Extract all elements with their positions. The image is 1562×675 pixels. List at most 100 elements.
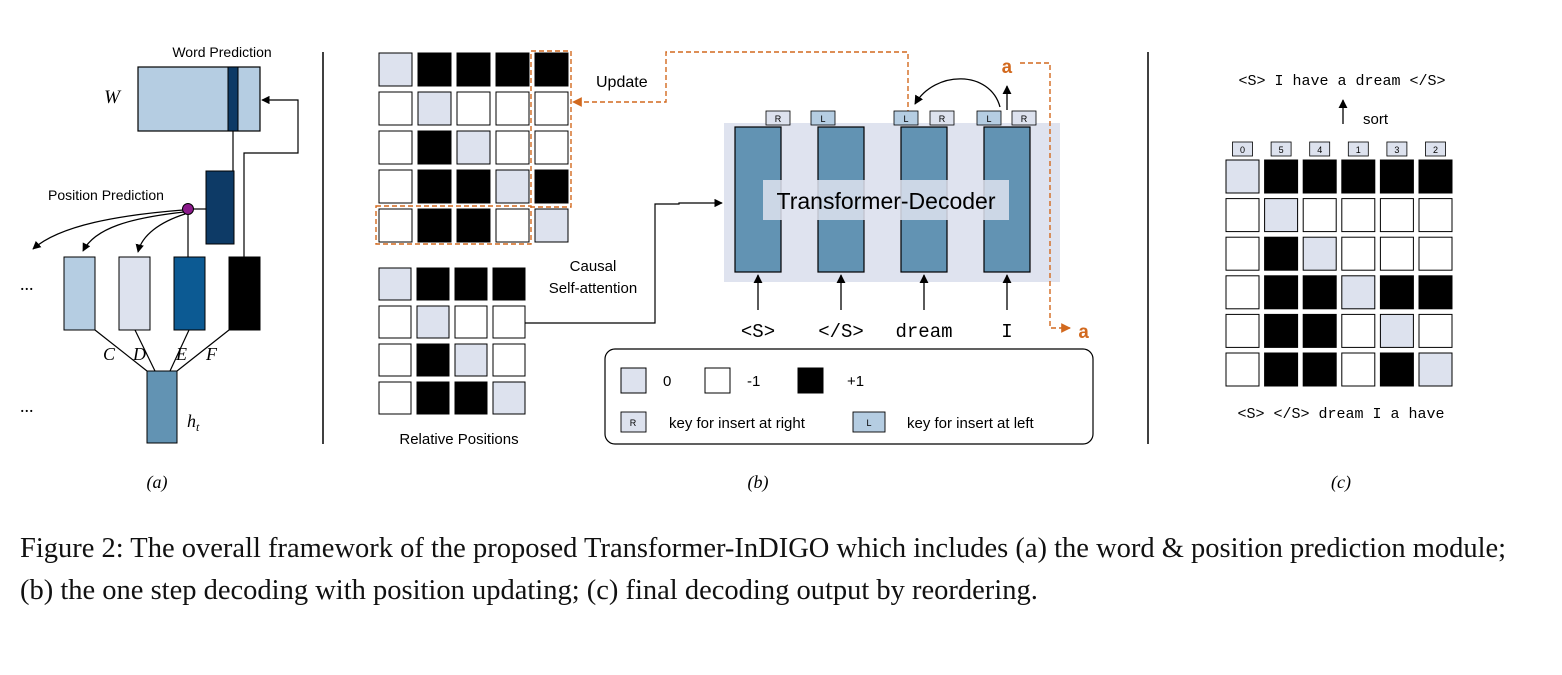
- legend-swatch-neg: [704, 367, 731, 394]
- update-label: Update: [596, 74, 648, 91]
- final-matrix-cell-5-1: [1264, 352, 1299, 387]
- link-e: [169, 329, 190, 372]
- updated-matrix-cell-0-4: [534, 52, 569, 87]
- final-matrix-cell-5-3: [1341, 352, 1376, 387]
- current-matrix-cell-3-3: [492, 381, 526, 415]
- token-box-d: [118, 256, 151, 331]
- final-matrix-cell-4-2: [1302, 313, 1337, 348]
- causal-label: Causal: [570, 258, 617, 275]
- sort-label: sort: [1363, 111, 1389, 128]
- current-matrix-cell-1-2: [454, 305, 488, 339]
- final-matrix-cell-2-2: [1302, 236, 1337, 271]
- input-token-1: <S>: [741, 321, 775, 343]
- updated-matrix-cell-2-2: [456, 130, 491, 165]
- updated-matrix-cell-3-1: [417, 169, 452, 204]
- key-tag-l1-text: L: [820, 114, 825, 124]
- relative-matrix-current: [378, 267, 526, 415]
- final-matrix-cell-2-0: [1225, 236, 1260, 271]
- final-matrix-cell-4-5: [1418, 313, 1453, 348]
- self-attention-label: Self-attention: [549, 280, 637, 297]
- token-box-c: [63, 256, 96, 331]
- final-matrix-cell-3-4: [1379, 275, 1414, 310]
- updated-matrix-cell-3-3: [495, 169, 530, 204]
- final-matrix-cell-0-2: [1302, 159, 1337, 194]
- position-tag-4: [1386, 141, 1408, 157]
- updated-matrix-cell-1-0: [378, 91, 413, 126]
- selected-word-column: [227, 66, 239, 132]
- label-c: C: [103, 344, 116, 364]
- final-matrix-cell-0-5: [1418, 159, 1453, 194]
- input-token-2: </S>: [818, 321, 864, 343]
- ellipsis-bottom: ...: [20, 396, 34, 416]
- legend-pos-label: +1: [847, 373, 864, 390]
- key-tag-r3: [1011, 110, 1037, 126]
- position-tag-3: [1347, 141, 1369, 157]
- updated-matrix-cell-3-0: [378, 169, 413, 204]
- key-tag-l1: [810, 110, 836, 126]
- pointer-arrow-c: [82, 211, 185, 252]
- updated-matrix-cell-1-4: [534, 91, 569, 126]
- final-matrix-cell-4-4: [1379, 313, 1414, 348]
- legend-zero-label: 0: [663, 373, 671, 390]
- current-matrix-cell-3-2: [454, 381, 488, 415]
- legend-swatch-pos: [797, 367, 824, 394]
- final-matrix-cell-1-0: [1225, 198, 1260, 233]
- update-arrow: [572, 51, 909, 115]
- updated-matrix-cell-3-2: [456, 169, 491, 204]
- final-matrix-cell-0-1: [1264, 159, 1299, 194]
- legend-key-right-tag: R: [630, 418, 637, 428]
- panel-a: Word Prediction W Position Prediction ..…: [20, 44, 299, 493]
- final-relative-matrix: [1225, 159, 1453, 387]
- figure-caption: Figure 2: The overall framework of the p…: [20, 533, 1507, 606]
- key-tag-r1: [765, 110, 791, 126]
- final-matrix-cell-1-2: [1302, 198, 1337, 233]
- insert-pointer-arrow: [914, 78, 1001, 108]
- position-projection-box: [205, 170, 235, 245]
- attention-arrow: [525, 198, 723, 324]
- legend-key-left-swatch: [852, 411, 886, 433]
- updated-matrix-cell-4-1: [417, 208, 452, 243]
- final-matrix-cell-3-0: [1225, 275, 1260, 310]
- final-matrix-cell-0-0: [1225, 159, 1260, 194]
- key-tag-l3: [976, 110, 1002, 126]
- final-matrix-cell-0-4: [1379, 159, 1414, 194]
- final-matrix-cell-3-1: [1264, 275, 1299, 310]
- key-tag-r2-text: R: [939, 114, 946, 124]
- final-matrix-cell-1-4: [1379, 198, 1414, 233]
- sublabel-b: (b): [748, 472, 769, 493]
- updated-matrix-cell-4-4: [534, 208, 569, 243]
- input-sentence: <S> </S> dream I a have: [1237, 406, 1444, 423]
- input-token-3: dream: [895, 321, 952, 343]
- key-tag-r1-text: R: [775, 114, 782, 124]
- decoder-title-plate: [763, 180, 1009, 220]
- position-tag-0-text: 0: [1240, 145, 1245, 155]
- sorted-sentence: <S> I have a dream </S>: [1238, 73, 1445, 90]
- relative-matrix-updated: [378, 52, 569, 243]
- label-e: E: [175, 344, 187, 364]
- updated-matrix-cell-0-1: [417, 52, 452, 87]
- legend-key-left-text: key for insert at left: [907, 415, 1035, 432]
- updated-matrix-cell-0-0: [378, 52, 413, 87]
- final-matrix-cell-5-0: [1225, 352, 1260, 387]
- final-matrix-cell-4-1: [1264, 313, 1299, 348]
- legend-swatch-zero: [620, 367, 647, 394]
- ellipsis-top: ...: [20, 274, 34, 294]
- key-tag-l2-text: L: [903, 114, 908, 124]
- position-tag-5-text: 2: [1433, 145, 1438, 155]
- updated-matrix-cell-1-3: [495, 91, 530, 126]
- final-matrix-cell-2-5: [1418, 236, 1453, 271]
- updated-matrix-cell-1-2: [456, 91, 491, 126]
- new-column-highlight: [530, 50, 572, 208]
- output-feedback-arrow: [1020, 62, 1071, 333]
- current-matrix-cell-3-1: [416, 381, 450, 415]
- legend-key-left-tag: L: [866, 418, 871, 428]
- updated-matrix-cell-4-3: [495, 208, 530, 243]
- output-token-side: a: [1078, 322, 1089, 344]
- token-box-e: [173, 256, 206, 331]
- final-matrix-cell-3-2: [1302, 275, 1337, 310]
- final-matrix-cell-5-2: [1302, 352, 1337, 387]
- current-matrix-cell-3-0: [378, 381, 412, 415]
- input-token-4: I: [1001, 321, 1012, 343]
